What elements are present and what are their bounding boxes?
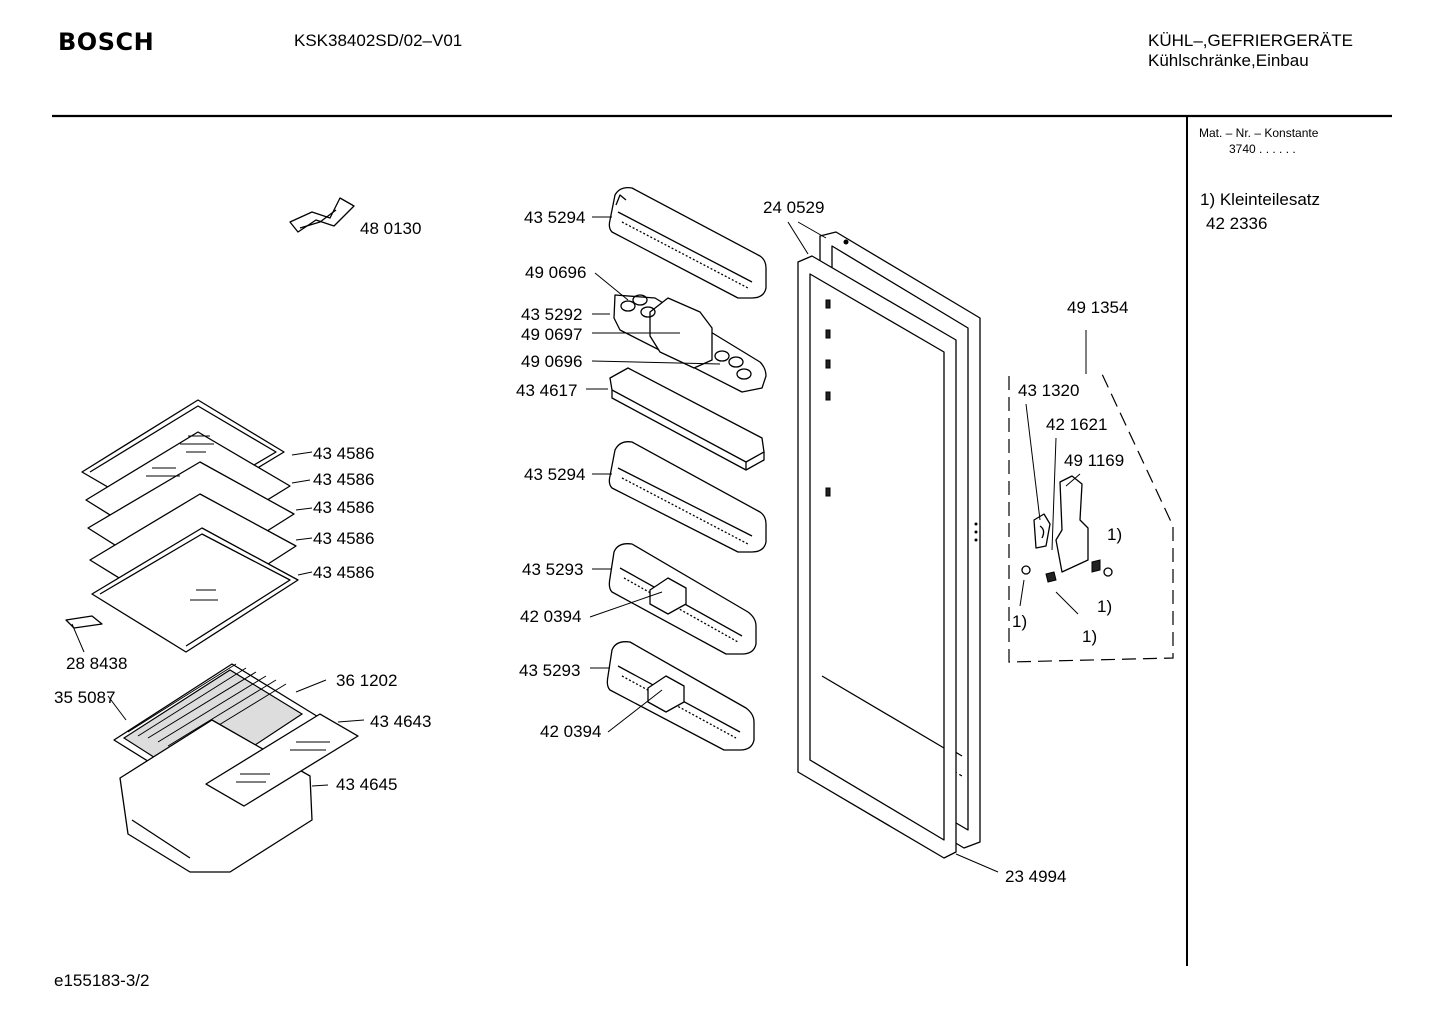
part-label: 43 4586 [313,444,375,463]
appliance-category: KÜHL–,GEFRIERGERÄTE [1148,31,1353,50]
model-number: KSK38402SD/02–V01 [294,31,463,50]
material-number-label: Mat. – Nr. – Konstante [1199,126,1319,140]
door-bottle-shelf-upper [608,543,757,655]
part-label: 43 5294 [524,465,586,484]
crisper-drawer-assembly [113,663,359,873]
part-label: 42 1621 [1046,415,1108,434]
door-shelf-small [609,367,765,471]
door-shelf-top [608,187,767,299]
part-label: 43 5293 [522,560,584,579]
part-label: 49 1354 [1067,298,1129,317]
part-label: 43 5294 [524,208,586,227]
part-label: 43 4586 [313,498,375,517]
part-label: 1) [1012,612,1028,631]
appliance-subcategory: Kühlschränke,Einbau [1148,51,1309,70]
part-label: 49 0697 [521,325,583,344]
part-label: 49 1169 [1064,451,1125,470]
document-id: e155183-3/2 [54,971,150,990]
part-label: 36 1202 [336,671,398,690]
door-gasket [797,255,957,859]
brand-logo: BOSCH [58,28,155,56]
part-label: 35 5087 [54,688,116,707]
glass-shelf-stack [65,399,299,653]
part-label: 42 0394 [540,722,602,741]
small-parts-kit-number: 42 2336 [1206,214,1268,233]
part-label: 28 8438 [66,654,128,673]
part-label: 49 0696 [521,352,583,371]
small-parts-kit-note: 1) Kleinteilesatz [1200,190,1321,209]
part-label: 24 0529 [763,198,825,217]
spring-clip-part [289,197,355,233]
part-label: 43 4617 [516,381,578,400]
part-label: 43 5292 [521,305,583,324]
egg-tray-assembly [613,294,767,393]
door-shelf-middle [608,441,767,553]
part-label: 43 4586 [313,470,375,489]
part-label: 1) [1107,525,1123,544]
part-label: 42 0394 [520,607,582,626]
part-label: 43 4643 [370,712,432,731]
part-label: 43 1320 [1018,381,1080,400]
part-label: 43 4645 [336,775,398,794]
part-label: 43 4586 [313,529,375,548]
part-label: 49 0696 [525,263,587,282]
part-label: 1) [1082,627,1098,646]
material-number-value: 3740 . . . . . . [1229,142,1296,156]
part-label: 23 4994 [1005,867,1067,886]
part-label: 43 5293 [519,661,581,680]
part-label: 48 0130 [360,219,422,238]
part-label: 43 4586 [313,563,375,582]
door-bottle-shelf-lower [606,641,755,751]
hinge-kit [1008,373,1174,663]
leader-lines [71,216,1087,873]
part-label: 1) [1097,597,1113,616]
